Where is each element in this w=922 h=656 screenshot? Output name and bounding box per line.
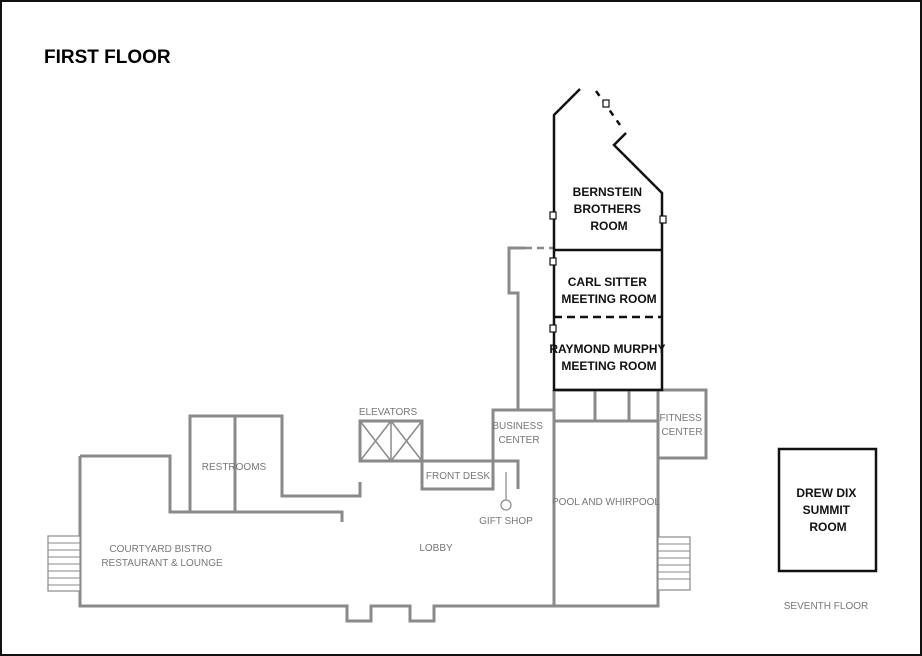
front-desk-label: FRONT DESK bbox=[426, 471, 491, 482]
carl-sitter-room-label-line: CARL SITTER bbox=[568, 275, 647, 289]
door-mark bbox=[549, 324, 557, 333]
raymond-murphy-room-label: RAYMOND MURPHY MEETING ROOM bbox=[549, 342, 668, 373]
drew-dix-room-outline bbox=[777, 447, 878, 573]
gift-shop-nook bbox=[493, 459, 520, 489]
stairs-right-icon bbox=[657, 536, 691, 591]
raymond-murphy-room-label-line: RAYMOND MURPHY bbox=[549, 342, 665, 356]
stairs-left-icon bbox=[47, 535, 81, 592]
lobby-label: LOBBY bbox=[419, 543, 453, 554]
drew-dix-room-label-line: DREW DIX bbox=[796, 486, 856, 500]
restrooms-walls bbox=[188, 414, 362, 512]
restrooms-label: RESTROOMS bbox=[202, 462, 267, 473]
bernstein-room-label-line: ROOM bbox=[590, 219, 627, 233]
gift-shop-label: GIFT SHOP bbox=[479, 516, 533, 527]
drew-dix-room-label: DREW DIX SUMMIT ROOM bbox=[796, 486, 859, 534]
fitness-center-label: FITNESS CENTER bbox=[659, 413, 704, 438]
carl-sitter-room-label: CARL SITTER MEETING ROOM bbox=[561, 275, 656, 306]
main-building-walls bbox=[78, 246, 708, 623]
fitness-center-box bbox=[656, 388, 708, 460]
business-center-label-line: CENTER bbox=[498, 435, 539, 446]
floor-title: FIRST FLOOR bbox=[44, 47, 171, 68]
pool-walls bbox=[552, 390, 658, 606]
fitness-center-label-line: FITNESS bbox=[659, 413, 702, 424]
bernstein-door-swing bbox=[594, 90, 622, 126]
bernstein-room-label-line: BROTHERS bbox=[574, 202, 641, 216]
drew-dix-room-label-line: ROOM bbox=[809, 520, 846, 534]
carl-sitter-room-label-line: MEETING ROOM bbox=[561, 292, 656, 306]
main-building-outline bbox=[78, 454, 660, 623]
gift-shop-marker-icon bbox=[500, 499, 512, 511]
door-mark bbox=[549, 211, 557, 220]
pool-label: POOL AND WHIRPOOL bbox=[552, 497, 660, 508]
business-corridor-walls bbox=[491, 246, 525, 489]
business-center-label: BUSINESS CENTER bbox=[492, 421, 545, 446]
bernstein-room-label: BERNSTEIN BROTHERS ROOM bbox=[573, 185, 646, 233]
courtyard-label-line: RESTAURANT & LOUNGE bbox=[101, 558, 223, 569]
door-mark bbox=[659, 215, 667, 224]
courtyard-label-line: COURTYARD BISTRO bbox=[109, 544, 212, 555]
door-mark bbox=[549, 257, 557, 266]
business-center-label-line: BUSINESS bbox=[492, 421, 543, 432]
door-mark bbox=[602, 99, 610, 108]
elevators-label: ELEVATORS bbox=[359, 407, 418, 418]
bernstein-room-outline bbox=[552, 88, 664, 392]
meeting-rooms-walls bbox=[552, 88, 664, 392]
fitness-center-label-line: CENTER bbox=[661, 427, 702, 438]
raymond-murphy-room-label-line: MEETING ROOM bbox=[561, 359, 656, 373]
bernstein-room-label-line: BERNSTEIN bbox=[573, 185, 642, 199]
door-marks bbox=[549, 99, 667, 333]
pool-top-strip bbox=[554, 388, 660, 421]
seventh-floor-label: SEVENTH FLOOR bbox=[784, 601, 868, 612]
courtyard-label: COURTYARD BISTRO RESTAURANT & LOUNGE bbox=[101, 544, 223, 569]
elevators-cross-marks bbox=[359, 420, 423, 462]
drew-dix-room-label-line: SUMMIT bbox=[803, 503, 851, 517]
